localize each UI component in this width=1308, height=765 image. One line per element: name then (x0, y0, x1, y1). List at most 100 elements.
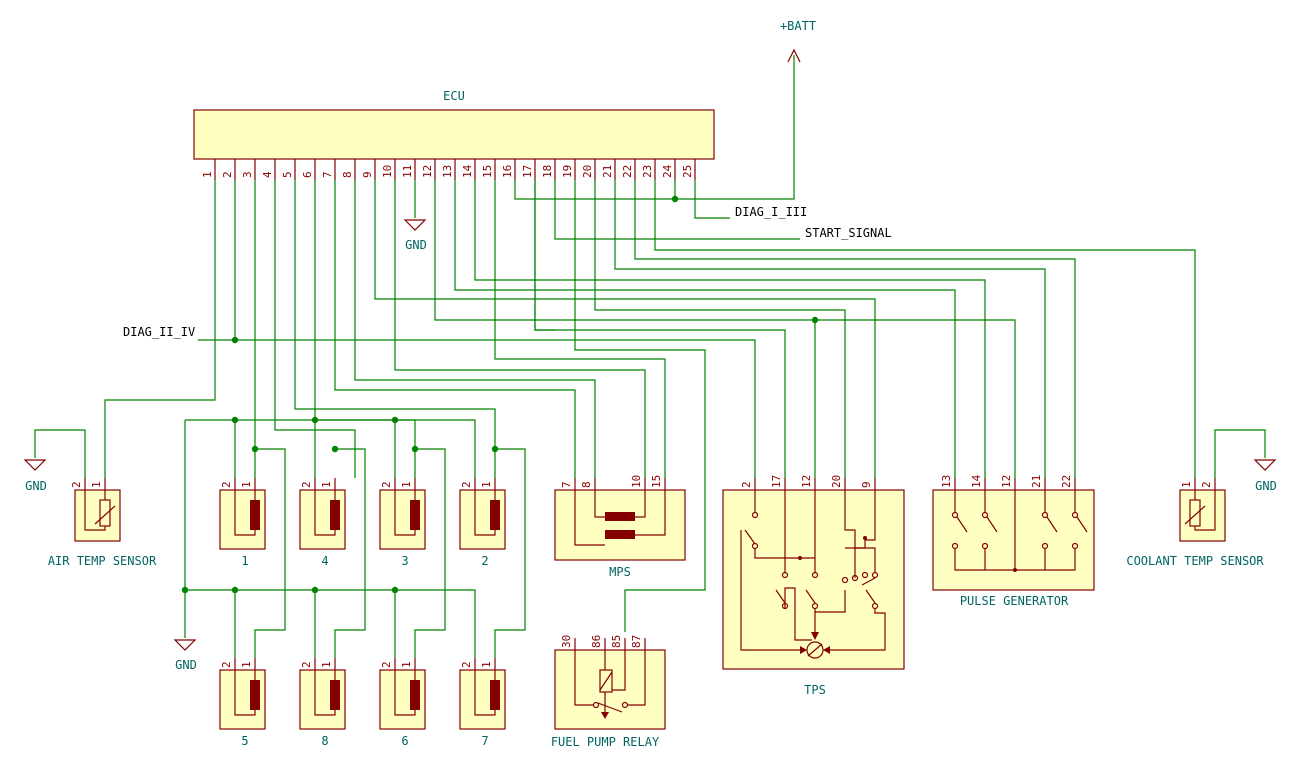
ecu-pin-label: 4 (261, 171, 274, 178)
relay-pin-label: 30 (560, 635, 573, 648)
injector-pin-label: 2 (460, 481, 473, 488)
injector-label: 3 (401, 554, 408, 568)
inj-top-common (185, 419, 476, 478)
pin13-wire (454, 180, 956, 478)
batt-label: +BATT (780, 19, 816, 33)
ecu-pin-label: 1 (201, 171, 214, 178)
ecu-pin-label: 24 (661, 164, 674, 178)
injector-coil-icon (330, 680, 340, 710)
pin20-wire (594, 180, 846, 478)
injector-coil-icon (490, 680, 500, 710)
injector-coil-icon (410, 500, 420, 530)
ecu-title: ECU (443, 89, 465, 103)
mps-element-icon (605, 512, 635, 521)
pulse-pin-label: 21 (1030, 475, 1043, 488)
svg-text:GND: GND (405, 238, 427, 252)
coolant-temp-label: COOLANT TEMP SENSOR (1126, 554, 1264, 568)
tps-pin-label: 17 (770, 475, 783, 488)
pin1-wire (104, 180, 216, 478)
pin8-wire (354, 180, 596, 478)
ecu-pin-label: 3 (241, 171, 254, 178)
svg-text:2: 2 (1200, 481, 1213, 488)
injector-label: 2 (481, 554, 488, 568)
ecu-pin-label: 7 (321, 171, 334, 178)
injector-coil-icon (490, 500, 500, 530)
ecu-pin-label: 25 (681, 165, 694, 178)
injector-pin-label: 2 (460, 661, 473, 668)
coolant-temp-sensor[interactable]: 1 2 COOLANT TEMP SENSOR (1126, 478, 1264, 568)
injector-label: 5 (241, 734, 248, 748)
tps-pin-label: 20 (830, 475, 843, 488)
injector-pin-label: 1 (400, 661, 413, 668)
inj1-link (254, 448, 286, 658)
inj3-link (414, 448, 446, 658)
pin17-wire (534, 180, 786, 478)
air-temp-sensor[interactable]: 2 1 AIR TEMP SENSOR (48, 478, 157, 568)
injector-coil-icon (330, 500, 340, 530)
pin9-wire (374, 180, 876, 478)
pin22-wire (634, 180, 1076, 478)
ecu-pin-label: 11 (401, 165, 414, 178)
svg-text:GND: GND (1255, 479, 1277, 493)
ecu-pin-label: 9 (361, 171, 374, 178)
pin23-wire (654, 180, 1196, 478)
pin18-wire (554, 180, 800, 240)
thermistor-icon (1184, 505, 1206, 525)
ecu-pin-label: 14 (461, 164, 474, 178)
relay-pin-label: 86 (590, 635, 603, 648)
injector-label: 7 (481, 734, 488, 748)
air-temp-label: AIR TEMP SENSOR (48, 554, 157, 568)
mps-element-icon (605, 530, 635, 539)
pin15-wire (494, 180, 666, 478)
injector-pin-label: 1 (480, 481, 493, 488)
relay-pin-label: 85 (610, 635, 623, 648)
pin25-wire (694, 180, 730, 219)
injector-pin-label: 1 (320, 661, 333, 668)
injector-pin-label: 2 (380, 661, 393, 668)
pin19-wire (574, 180, 706, 632)
mps-pin-label: 7 (560, 481, 573, 488)
ecu-pin-label: 2 (221, 171, 234, 178)
tps-pin-label: 9 (860, 481, 873, 488)
mps-pin-label: 8 (580, 481, 593, 488)
ecu-pin-label: 13 (441, 165, 454, 178)
ecu-pin-label: 17 (521, 165, 534, 178)
inj-bottom-common (185, 589, 476, 658)
net-diag-i-iii: DIAG_I_III (735, 205, 807, 219)
injector-label: 4 (321, 554, 328, 568)
svg-text:1: 1 (1180, 481, 1193, 488)
svg-text:2: 2 (70, 481, 83, 488)
mps-label: MPS (609, 565, 631, 579)
injector-coil-icon (250, 680, 260, 710)
inj2-link (494, 448, 526, 658)
pin12-wire (434, 180, 1016, 478)
injector-pin-label: 2 (380, 481, 393, 488)
ecu-pin-label: 20 (581, 165, 594, 178)
injector-label: 6 (401, 734, 408, 748)
ecu-body (193, 109, 715, 160)
pin21-wire (614, 180, 1046, 478)
net-start-signal: START_SIGNAL (805, 226, 892, 240)
pulse-pin-label: 13 (940, 475, 953, 488)
inj4-link (334, 448, 366, 658)
injector-coil-icon (250, 500, 260, 530)
relay-label: FUEL PUMP RELAY (551, 735, 660, 749)
coolant-gnd-wire (1214, 429, 1266, 478)
svg-text:GND: GND (25, 479, 47, 493)
pulse-pin-label: 12 (1000, 475, 1013, 488)
